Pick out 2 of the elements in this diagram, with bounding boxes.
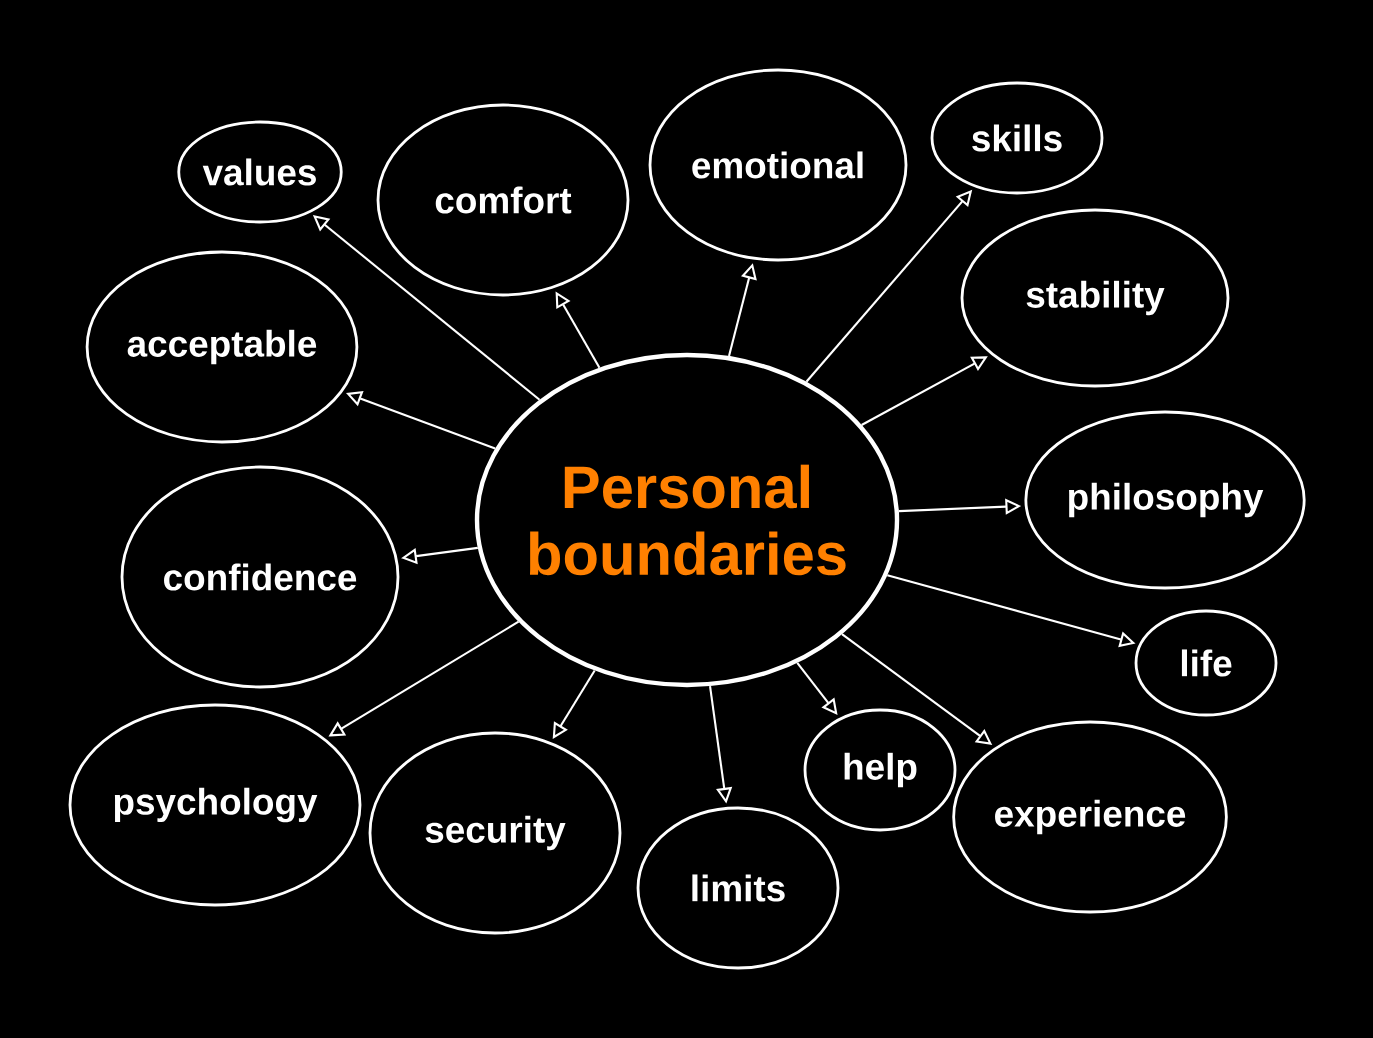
arrow xyxy=(796,662,838,715)
arrow xyxy=(552,669,596,739)
